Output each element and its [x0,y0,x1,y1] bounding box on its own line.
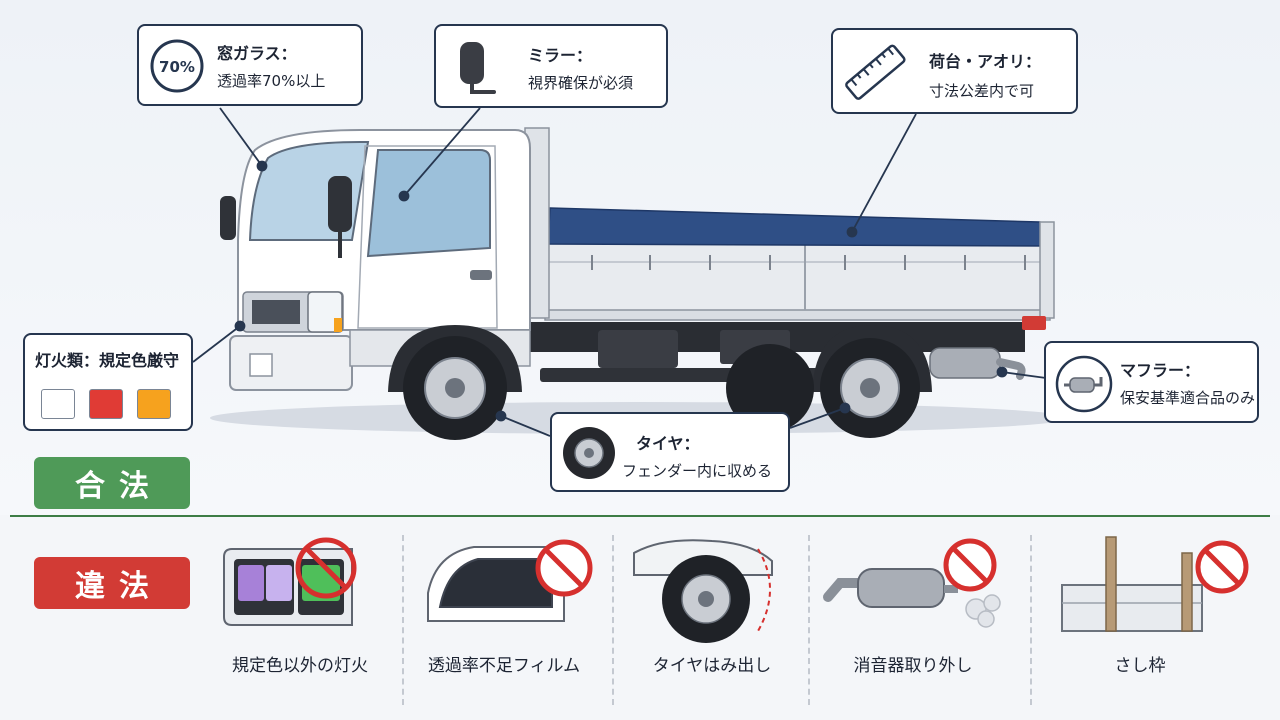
front-bumper [229,335,353,391]
illegal-item-label: 消音器取り外し [853,656,973,676]
tire-icon [563,427,615,479]
cargo-bed-title: 荷台・アオリ： [929,52,1042,71]
cargo-bed-desc: 寸法公差内で可 [929,82,1035,100]
window-glass-desc: 透過率70%以上 [217,72,326,90]
muffler-title: マフラー： [1120,361,1201,380]
colored-headlight-icon [223,537,357,626]
rear-wheel [726,338,920,438]
separator-4 [1030,535,1032,705]
raised-side-frame-icon [1061,536,1249,632]
callout-cargo-bed: 荷台・アオリ： 寸法公差内で可 [831,28,1078,114]
door-window [366,149,491,258]
protruding-tire-icon [633,539,773,643]
illegal-item-label: 規定色以外の灯火 [232,656,368,676]
lights-title: 灯火類：規定色厳守 [35,351,180,370]
window-glass-title: 窓ガラス： [217,44,297,63]
light-swatch-red [89,389,123,419]
svg-text:70%: 70% [159,58,195,76]
legal-label: 合法 [34,457,190,509]
side-mirror-icon [460,42,496,94]
side-gate [547,239,1049,311]
section-divider [10,515,1270,517]
illegal-item-colored-light: 規定色以外の灯火 [210,533,390,703]
headlight [307,291,343,333]
illegal-item-side-frame: さし枠 [1050,533,1249,703]
cargo-tarp [547,207,1054,247]
mirror-desc: 視界確保が必須 [528,74,634,92]
tinted-window-icon [427,539,593,622]
muffler-desc: 保安基準適合品のみ [1120,389,1256,407]
ruler-icon [845,44,906,100]
callout-mirror: ミラー： 視界確保が必須 [434,24,668,108]
mirror-title: ミラー： [528,46,593,65]
illegal-item-protruding-tire: タイヤはみ出し [622,533,802,703]
illegal-label: 違法 [34,557,190,609]
callout-window-glass: 70% 窓ガラス： 透過率70%以上 [137,24,363,106]
front-wheel [403,336,507,440]
callout-muffler: マフラー： 保安基準適合品のみ [1044,341,1259,423]
separator-3 [808,535,810,705]
illegal-item-removed-muffler: 消音器取り外し [818,533,1001,703]
light-swatch-amber [137,389,171,419]
illegal-item-label: タイヤはみ出し [652,656,772,676]
side-mirror [328,176,352,232]
separator-2 [612,535,614,705]
illegal-item-label: さし枠 [1114,656,1166,676]
separator-1 [402,535,404,705]
fuel-tank [598,330,678,368]
light-swatch-white [41,389,75,419]
percent-badge-icon: 70% [150,39,204,93]
callout-lights: 灯火類：規定色厳守 [23,333,193,431]
tail-light [1022,316,1046,330]
tire-desc: フェンダー内に収める [622,462,773,480]
truck-illustration [192,107,1070,440]
illegal-item-tinted-film: 透過率不足フィルム [414,533,594,703]
removed-muffler-icon [823,538,1001,628]
muffler-icon [1055,355,1113,413]
tire-title: タイヤ： [636,434,700,453]
illegal-item-label: 透過率不足フィルム [427,656,581,676]
callout-tire: タイヤ： フェンダー内に収める [550,412,790,492]
